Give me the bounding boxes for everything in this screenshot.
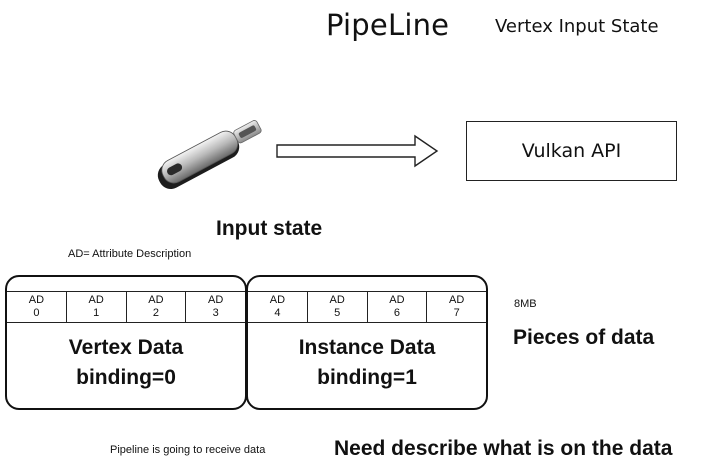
vulkan-api-label: Vulkan API [521,140,622,162]
instance-binding-box: AD 4 AD 5 AD 6 AD 7 Instance Data bindin… [246,275,488,410]
attribute-index: 4 [274,307,281,319]
attribute-label: AD [389,294,405,306]
binding-title: Vertex Data [68,336,184,359]
binding-number: binding=1 [317,366,417,389]
vertex-binding-box: AD 0 AD 1 AD 2 AD 3 Vertex Data binding=… [5,275,247,410]
vulkan-api-box: Vulkan API [466,121,677,181]
attribute-label: AD [207,294,224,306]
attribute-label: AD [448,294,465,306]
attribute-cell: AD 6 [368,292,428,322]
attribute-label: AD [28,294,45,306]
page-subtitle: Vertex Input State [495,16,659,37]
attribute-index: 2 [152,307,159,319]
attribute-cell: AD 3 [186,292,245,322]
input-state-label: Input state [216,217,323,240]
binding-number: binding=0 [76,366,176,389]
binding-label: Vertex Data binding=0 [7,333,245,393]
attribute-index: 7 [453,307,460,319]
attribute-index: 5 [334,307,341,319]
attribute-description-note: AD= Attribute Description [68,248,192,260]
attribute-index: 3 [212,307,219,319]
attribute-cell: AD 2 [127,292,187,322]
attribute-label: AD [88,294,104,306]
flow-arrow [276,134,439,168]
attribute-cell: AD 5 [308,292,368,322]
attribute-cell: AD 0 [7,292,67,322]
attribute-index: 6 [393,307,400,319]
pieces-of-data-label: Pieces of data [513,326,655,349]
data-size-label: 8MB [514,298,537,310]
attribute-cell: AD 1 [67,292,127,322]
receive-data-note: Pipeline is going to receive data [110,444,266,456]
attribute-label: AD [329,294,345,306]
attribute-label: AD [269,294,286,306]
usb-drive-icon [157,120,262,190]
attribute-index: 1 [93,307,100,319]
binding-label: Instance Data binding=1 [248,333,486,393]
attribute-label: AD [148,294,164,306]
attribute-index: 0 [33,307,40,319]
binding-title: Instance Data [298,336,436,359]
attribute-cell: AD 7 [427,292,486,322]
page-title: PipeLine [326,8,450,42]
attribute-row: AD 0 AD 1 AD 2 AD 3 [7,291,245,323]
attribute-cell: AD 4 [248,292,308,322]
describe-data-note: Need describe what is on the data [334,437,673,460]
attribute-row: AD 4 AD 5 AD 6 AD 7 [248,291,486,323]
